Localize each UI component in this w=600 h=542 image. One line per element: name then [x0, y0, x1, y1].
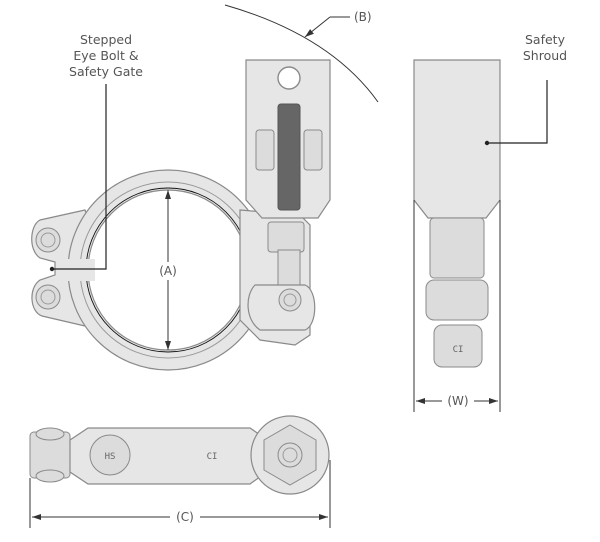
- front-view-marking: CI: [453, 345, 464, 355]
- safety-shroud-label-line1: Safety: [525, 32, 566, 47]
- eye-bolt-label-line1: Stepped: [80, 32, 132, 47]
- dimension-b-label: (B): [354, 10, 372, 24]
- side-view-marking-ci: CI: [207, 452, 218, 462]
- dimension-b-arc: [224, 4, 379, 103]
- dimension-w-label: (W): [447, 394, 468, 408]
- safety-shroud-leader-dot: [484, 140, 490, 146]
- safety-shroud-label-line2: Shroud: [523, 48, 567, 63]
- dimension-c-label: (C): [176, 510, 194, 524]
- eye-bolt-label-line3: Safety Gate: [69, 64, 143, 79]
- dimension-a-label: (A): [159, 264, 177, 278]
- dimension-b-leader: [304, 16, 331, 38]
- threaded-rod: [277, 103, 301, 211]
- eye-bolt-label-line2: Eye Bolt &: [73, 48, 139, 63]
- eye-bolt-leader-dot: [49, 266, 55, 272]
- side-view-marking-hs: HS: [105, 452, 116, 462]
- safety-shroud-leader: [487, 80, 548, 144]
- safety-shroud: [413, 59, 501, 219]
- clamp-side-view: CI: [413, 59, 501, 368]
- eye-bolt-leader: [52, 84, 107, 270]
- clamp-top-view: HS CI: [29, 415, 330, 495]
- clamp-front-view: [31, 59, 331, 371]
